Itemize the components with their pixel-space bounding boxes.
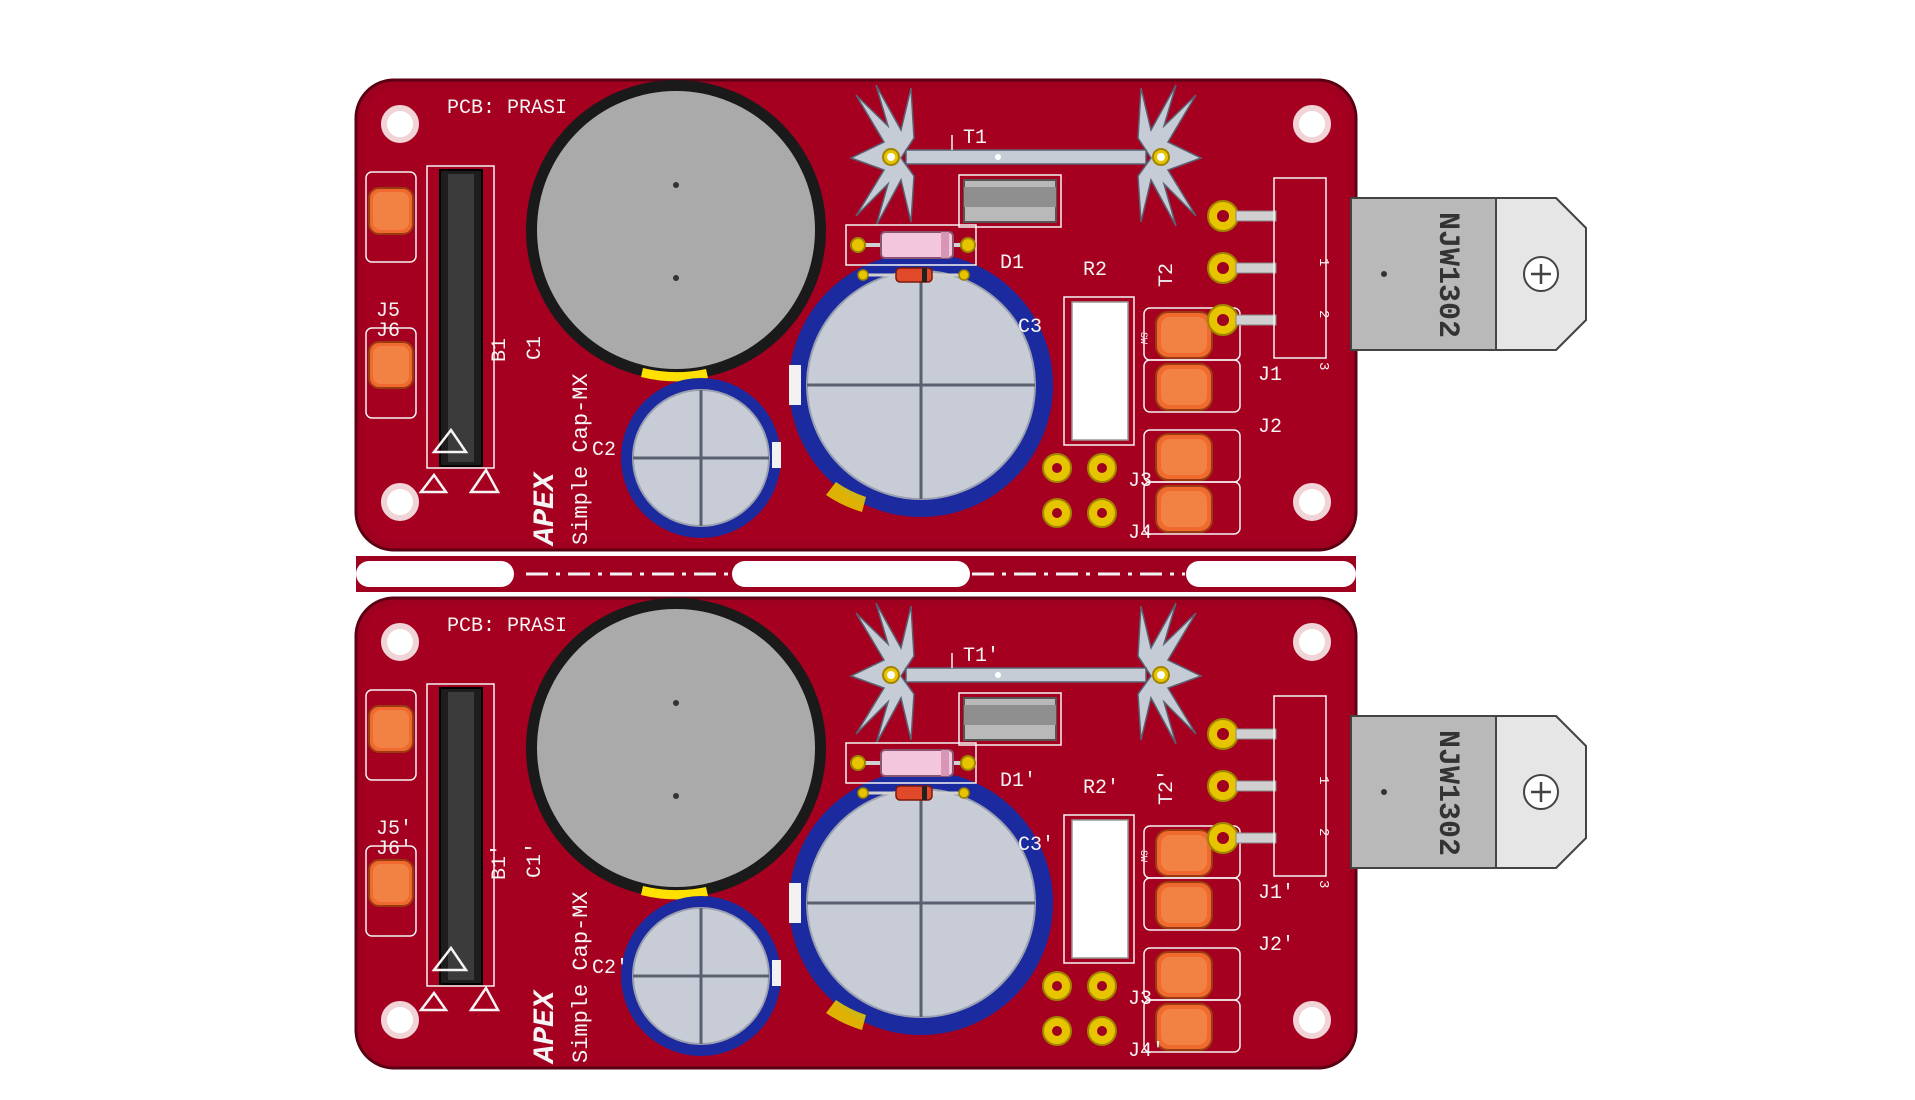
ref-D1-bottom: D1' (1000, 770, 1036, 793)
pin1-label-top: 1 (1315, 258, 1331, 266)
ref-T1-bottom: T1' (963, 645, 999, 668)
ref-J2-bottom: J2' (1258, 934, 1294, 957)
sw-label-bottom: SW (1137, 850, 1148, 862)
ref-J1-top: J1 (1258, 364, 1282, 387)
apex-logo-bottom: APEX (529, 989, 563, 1065)
ref-C3-bottom: C3' (1018, 834, 1054, 857)
apex-logo-top: APEX (529, 471, 563, 547)
product-label-bottom: Simple Cap-MX (569, 891, 594, 1063)
transistor-marking-top: NJW1302 (1430, 212, 1464, 338)
ref-D1-top: D1 (1000, 252, 1024, 275)
ref-C1-bottom: C1' (524, 842, 547, 878)
transistor-marking-bottom: NJW1302 (1430, 730, 1464, 856)
ref-J4-top: J4 (1128, 522, 1152, 545)
ref-J3-top: J3 (1128, 470, 1152, 493)
ref-C2-top: C2 (592, 439, 616, 462)
ref-C1-top: C1 (524, 336, 547, 360)
ref-J6-top: J6 (376, 320, 400, 343)
pin3-label-bottom: 3 (1315, 880, 1331, 888)
pcb-board-top: PCB: PRASI T1 D1 R2 T2 C3 C1 B1 C2 J1 J2… (356, 80, 1586, 550)
pin2-label-bottom: 2 (1315, 828, 1331, 836)
ref-J2-top: J2 (1258, 416, 1282, 439)
ref-B1-top: B1 (489, 338, 512, 362)
ref-J3-bottom: J3 (1128, 988, 1152, 1011)
ref-R2-top: R2 (1083, 259, 1107, 282)
pin1-label-bottom: 1 (1315, 776, 1331, 784)
pcb-label-bottom: PCB: PRASI (447, 615, 567, 638)
ref-R2-bottom: R2' (1083, 777, 1119, 800)
product-label-top: Simple Cap-MX (569, 373, 594, 545)
ref-J4-bottom: J4' (1128, 1040, 1164, 1063)
ref-C2-bottom: C2' (592, 957, 628, 980)
ref-J6-bottom: J6' (376, 838, 412, 861)
ref-T2-bottom: T2' (1156, 769, 1179, 805)
pin3-label-top: 3 (1315, 362, 1331, 370)
pcb-label-top: PCB: PRASI (447, 97, 567, 120)
ref-J1-bottom: J1' (1258, 882, 1294, 905)
ref-T2-top: T2 (1156, 263, 1179, 287)
ref-B1-bottom: B1' (489, 844, 512, 880)
sw-label-top: SW (1137, 332, 1148, 344)
ref-T1-top: T1 (963, 127, 987, 150)
panel-break-line (356, 556, 1356, 592)
ref-C3-top: C3 (1018, 316, 1042, 339)
pin2-label-top: 2 (1315, 310, 1331, 318)
ref-J5-top: J5 (376, 300, 400, 323)
pcb-board-bottom: PCB: PRASI T1' D1' R2' T2' C3' C1' B1' C… (356, 598, 1586, 1068)
ref-J5-bottom: J5' (376, 818, 412, 841)
